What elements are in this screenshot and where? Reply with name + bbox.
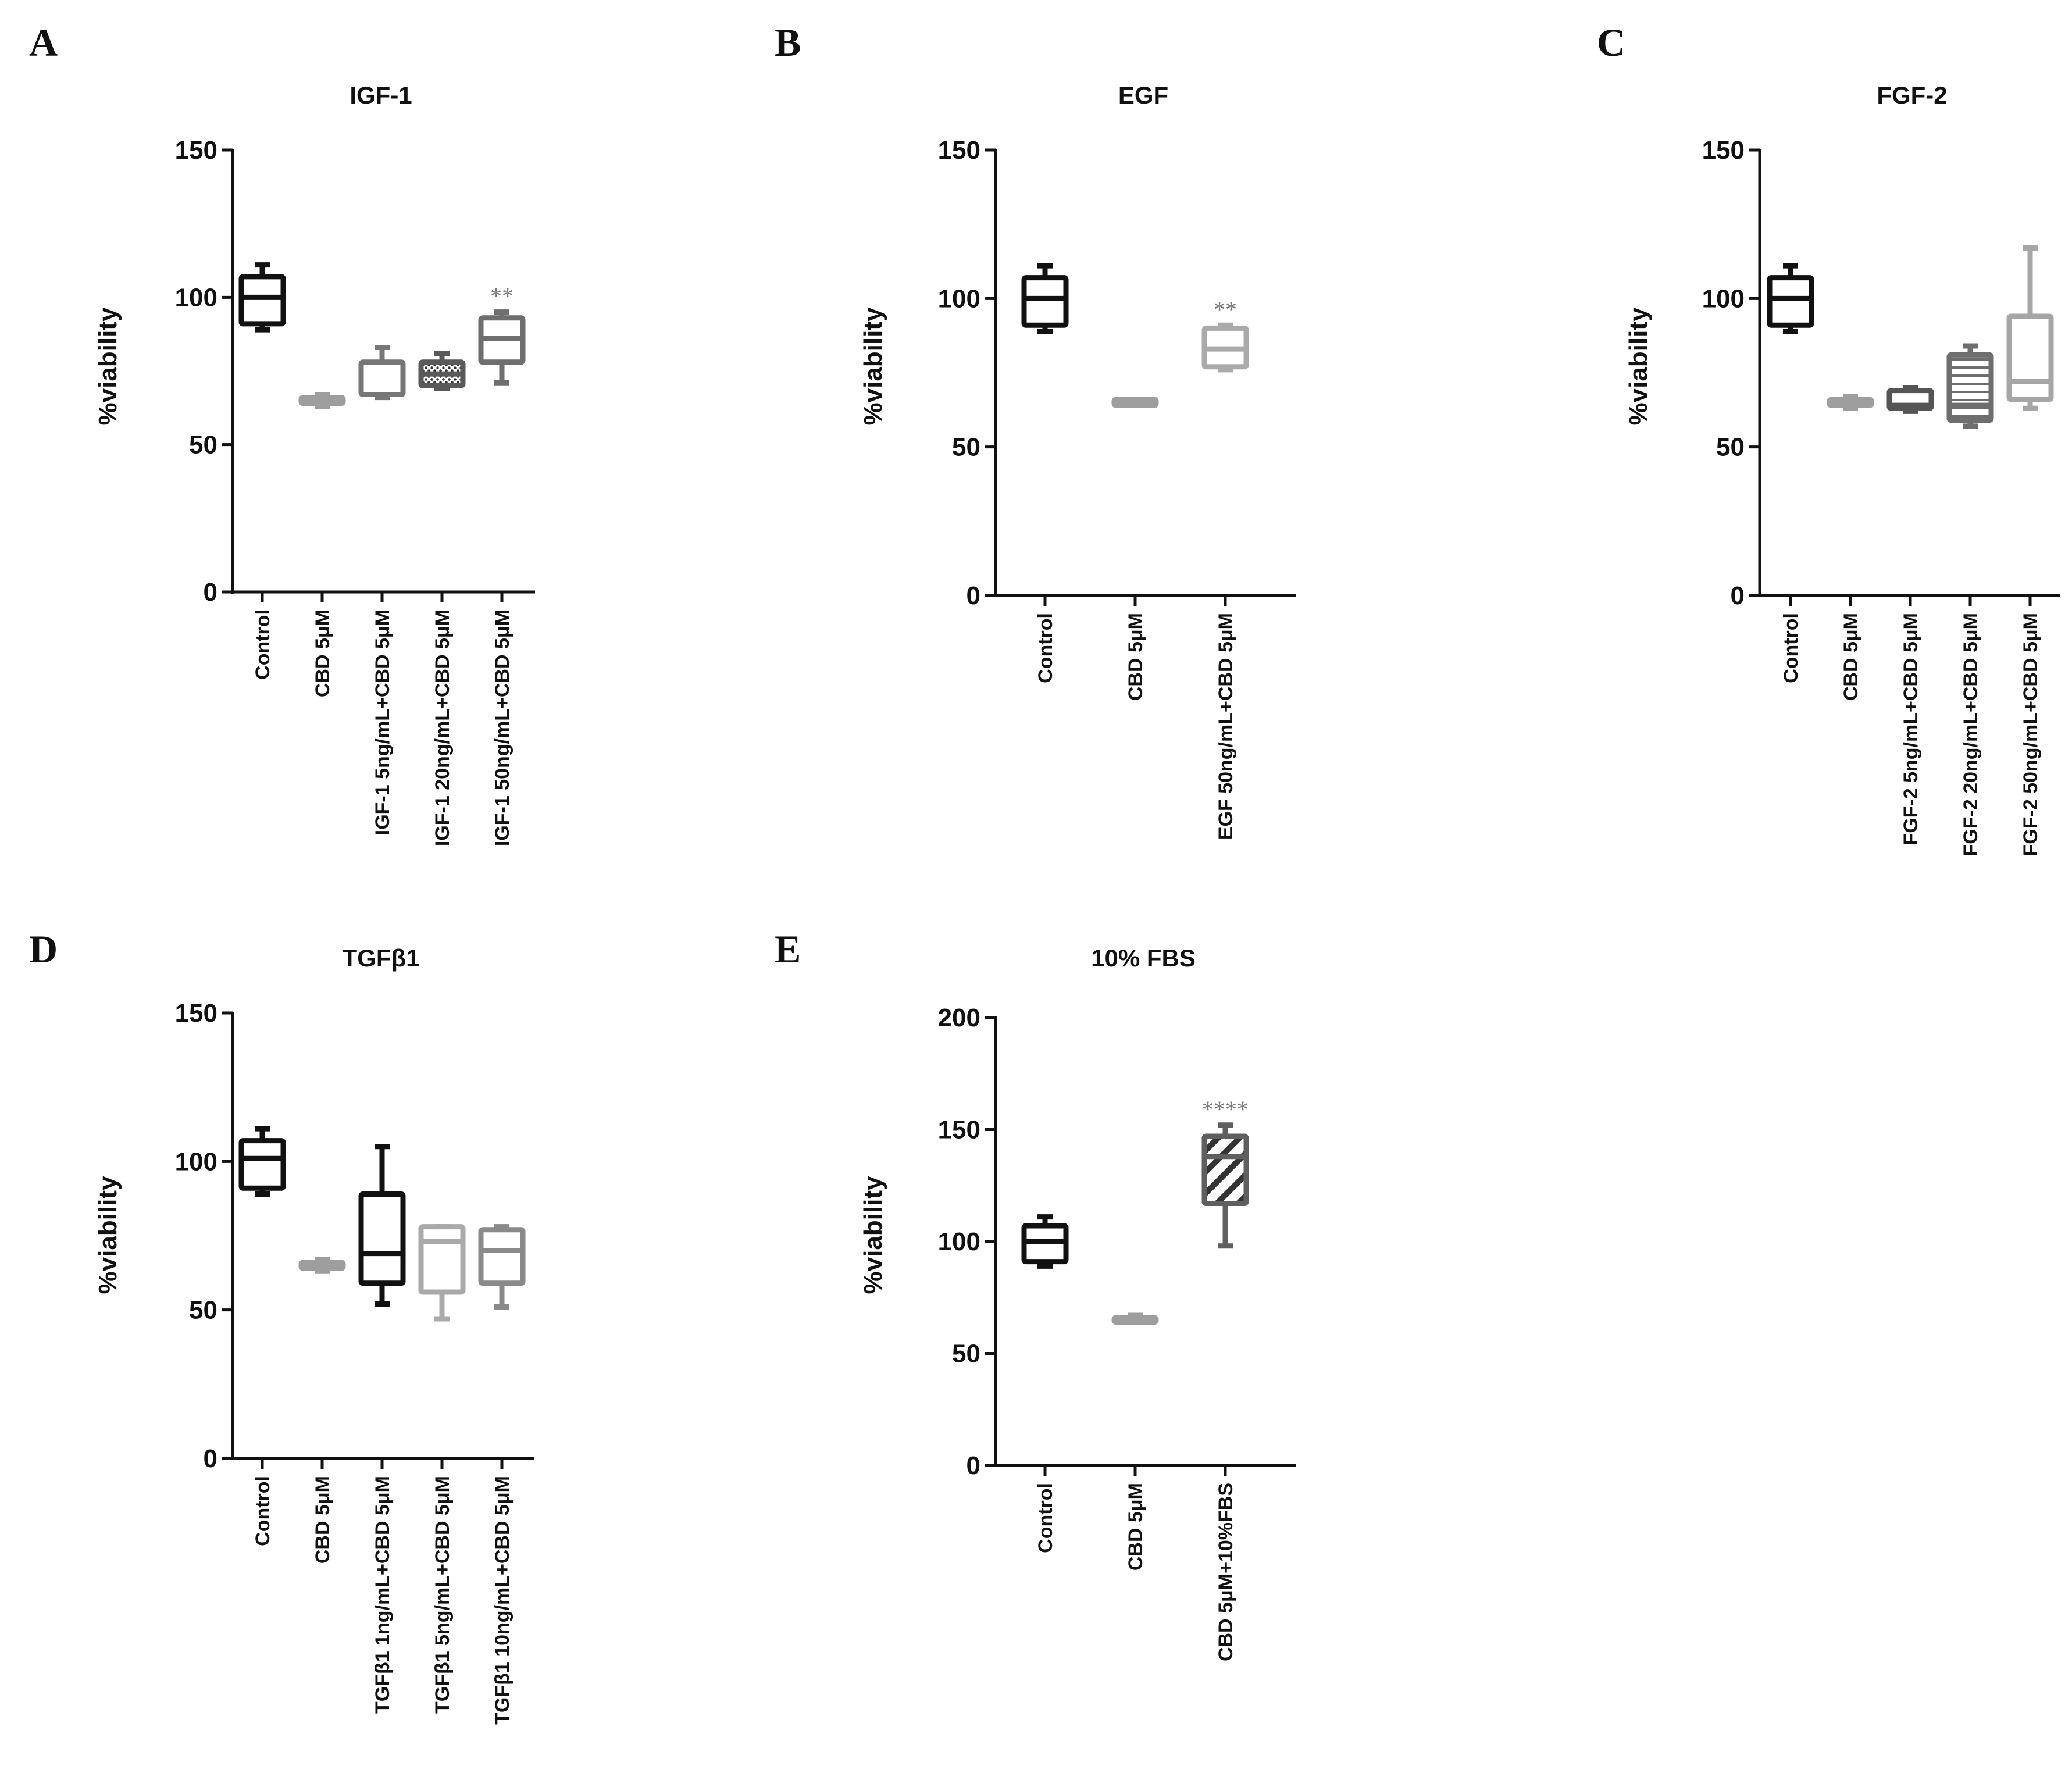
box-3: TGFβ1 1ng/mL+CBD 5μM [358,1144,406,1714]
x-category-label: Control [252,1476,274,1546]
box-3: **** CBD 5μM+10%FBS [1201,1096,1249,1661]
y-tick-label: 150 [175,999,217,1028]
x-category-label: Control [252,609,274,680]
y-axis-label: %viability [859,307,887,425]
chart-title: EGF [1118,81,1168,109]
box-2: CBD 5μM [1111,397,1159,701]
y-tick-label: 150 [938,1116,980,1144]
box-1: Control [1767,263,1814,683]
chart-title: FGF-2 [1877,81,1947,109]
x-category-label: Control [1035,613,1057,683]
y-axis-label: %viability [1624,307,1653,425]
box-iqr [1946,352,1994,423]
box-1: Control [1021,263,1069,683]
y-tick-label: 150 [938,136,980,165]
x-category-label: IGF-1 50ng/mL+CBD 5μM [491,609,513,846]
box-1: Control [238,262,286,680]
y-tick-label: 0 [204,578,217,606]
y-tick-label: 100 [175,1147,217,1176]
y-axis-label: %viability [859,1176,887,1294]
panel-letter: C [1597,20,1625,65]
y-tick-label: 0 [1731,581,1745,610]
box-4: TGFβ1 5ng/mL+CBD 5μM [418,1224,466,1714]
box-4: FGF-2 20ng/mL+CBD 5μM [1946,343,1994,856]
y-tick-label: 50 [952,433,980,462]
x-category-label: IGF-1 5ng/mL+CBD 5μM [372,609,394,835]
box-iqr [358,1191,406,1286]
y-tick-label: 150 [175,136,217,165]
x-category-label: IGF-1 20ng/mL+CBD 5μM [431,609,454,846]
box-4: IGF-1 20ng/mL+CBD 5μM [418,351,466,846]
box-5: ** IGF-1 50ng/mL+CBD 5μM [478,283,526,846]
box-5: FGF-2 50ng/mL+CBD 5μM [2006,245,2054,856]
x-category-label: TGFβ1 10ng/mL+CBD 5μM [491,1476,513,1725]
box-3: ** EGF 50ng/mL+CBD 5μM [1201,296,1249,840]
box-iqr [478,1227,526,1286]
box-5: TGFβ1 10ng/mL+CBD 5μM [478,1224,526,1725]
chart-title: IGF-1 [350,81,412,109]
x-category-label: Control [1780,613,1802,683]
box-2: CBD 5μM [298,1257,346,1564]
box-iqr [238,274,286,327]
x-category-label: FGF-2 50ng/mL+CBD 5μM [2020,613,2042,856]
box-2: CBD 5μM [1111,1312,1159,1571]
y-tick-label: 100 [938,1228,980,1256]
box-2: CBD 5μM [298,392,346,697]
y-tick-label: 50 [1716,433,1745,462]
panel-letter: B [775,20,801,65]
box-iqr [1767,275,1814,328]
box-iqr [1021,275,1069,328]
y-tick-label: 0 [967,1451,980,1480]
x-category-label: TGFβ1 5ng/mL+CBD 5μM [431,1476,454,1714]
x-category-label: EGF 50ng/mL+CBD 5μM [1215,613,1237,840]
panel-letter: E [775,927,801,971]
chart-title: TGFβ1 [343,944,420,972]
y-tick-label: 0 [967,581,980,610]
box-iqr [238,1138,286,1191]
y-tick-label: 200 [938,1004,980,1032]
box-iqr [2006,313,2054,402]
significance-marker: ** [490,283,513,309]
box-iqr [1201,1133,1249,1207]
box-3: FGF-2 5ng/mL+CBD 5μM [1886,385,1934,845]
x-category-label: Control [1035,1483,1057,1553]
x-category-label: CBD 5μM [1840,613,1862,701]
y-tick-label: 150 [1702,136,1745,165]
box-iqr [358,359,406,398]
y-tick-label: 100 [1702,284,1745,313]
x-category-label: CBD 5μM+10%FBS [1215,1483,1237,1661]
chart-title: 10% FBS [1091,944,1196,972]
significance-marker: **** [1202,1096,1249,1122]
y-tick-label: 0 [204,1444,217,1473]
panel-letter: D [29,927,58,971]
y-axis-label: %viability [94,307,122,425]
x-category-label: FGF-2 5ng/mL+CBD 5μM [1900,613,1922,845]
y-tick-label: 50 [189,1296,217,1325]
y-axis-label: %viability [94,1176,122,1294]
x-category-label: FGF-2 20ng/mL+CBD 5μM [1960,613,1982,856]
x-category-label: CBD 5μM [312,1476,334,1564]
x-category-label: TGFβ1 1ng/mL+CBD 5μM [372,1476,394,1714]
box-2: CBD 5μM [1827,394,1874,701]
box-1: Control [1021,1214,1069,1553]
box-1: Control [238,1126,286,1546]
x-category-label: CBD 5μM [1125,613,1147,701]
significance-marker: ** [1214,296,1237,322]
y-tick-label: 100 [175,283,217,312]
box-iqr [418,1224,466,1295]
x-category-label: CBD 5μM [312,609,334,697]
y-tick-label: 50 [952,1340,980,1368]
y-tick-label: 50 [189,431,217,459]
box-3: IGF-1 5ng/mL+CBD 5μM [358,344,406,835]
x-category-label: CBD 5μM [1125,1483,1147,1571]
y-tick-label: 100 [938,284,980,313]
panel-letter: A [29,20,58,65]
